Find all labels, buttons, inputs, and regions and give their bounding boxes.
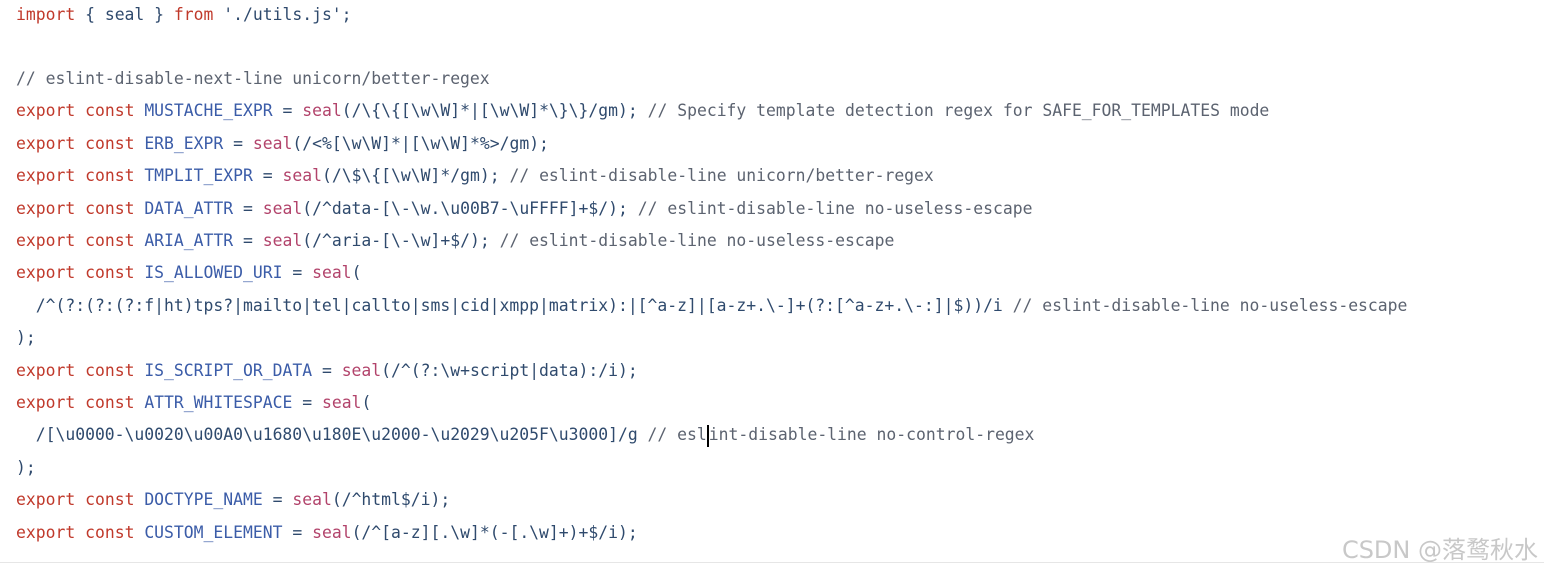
code-text: (	[361, 393, 372, 412]
code-text: =	[292, 393, 322, 412]
code-text: (/\$\{[\w\W]*/gm);	[321, 166, 500, 185]
code-text: =	[272, 101, 303, 120]
code-line-1: import { seal } from './utils.js';	[16, 0, 352, 31]
regex-literal: /[\u0000-\u0020\u00A0\u1680\u180E\u2000-…	[16, 425, 638, 444]
function-name: seal	[282, 166, 322, 185]
text-cursor	[706, 424, 709, 447]
code-viewer[interactable]: import { seal } from './utils.js'; // es…	[0, 0, 1544, 562]
watermark: CSDN @落鹜秋水	[1341, 536, 1538, 564]
keyword: const	[85, 523, 135, 542]
code-line-6: export const TMPLIT_EXPR = seal(/\$\{[\w…	[16, 160, 934, 192]
function-name: seal	[252, 134, 293, 153]
code-line-9: export const IS_ALLOWED_URI = seal(	[16, 257, 361, 289]
keyword: const	[85, 393, 135, 412]
code-text: { seal }	[75, 5, 174, 24]
constant-name: ERB_EXPR	[144, 134, 224, 153]
code-text: (/^aria-[\-\w]+$/);	[302, 231, 490, 250]
code-line-12: export const IS_SCRIPT_OR_DATA = seal(/^…	[16, 355, 638, 387]
code-text: );	[16, 458, 36, 477]
function-name: seal	[312, 263, 352, 282]
constant-name: CUSTOM_ELEMENT	[144, 523, 283, 542]
keyword: export	[16, 490, 76, 509]
keyword: export	[16, 166, 76, 185]
code-line-14: /[\u0000-\u0020\u00A0\u1680\u180E\u2000-…	[16, 419, 1034, 451]
function-name: seal	[302, 101, 342, 120]
keyword: const	[85, 134, 135, 153]
code-line-4: export const MUSTACHE_EXPR = seal(/\{\{[…	[16, 95, 1269, 127]
keyword: export	[16, 134, 76, 153]
constant-name: ATTR_WHITESPACE	[144, 393, 293, 412]
function-name: seal	[341, 361, 382, 380]
code-text: (/^[a-z][.\w]*(-[.\w]+)+$/i);	[351, 523, 638, 542]
constant-name: ARIA_ATTR	[144, 231, 234, 250]
code-comment: int-disable-line no-control-regex	[708, 425, 1035, 444]
function-name: seal	[292, 490, 332, 509]
constant-name: MUSTACHE_EXPR	[144, 101, 273, 120]
function-name: seal	[312, 523, 352, 542]
code-text: (	[351, 263, 362, 282]
code-line-7: export const DATA_ATTR = seal(/^data-[\-…	[16, 193, 1032, 225]
constant-name: IS_SCRIPT_OR_DATA	[144, 361, 313, 380]
code-line-3: // eslint-disable-next-line unicorn/bett…	[16, 63, 490, 95]
keyword: export	[16, 231, 76, 250]
keyword: const	[85, 263, 135, 282]
code-line-8: export const ARIA_ATTR = seal(/^aria-[\-…	[16, 225, 894, 257]
code-text: (/^data-[\-\w.\u00B7-\uFFFF]+$/);	[302, 199, 628, 218]
regex-literal: /^(?:(?:(?:f|ht)tps?|mailto|tel|callto|s…	[16, 296, 1003, 315]
keyword: const	[85, 490, 135, 509]
constant-name: TMPLIT_EXPR	[144, 166, 253, 185]
code-line-13: export const ATTR_WHITESPACE = seal(	[16, 387, 371, 419]
code-comment: // esl	[637, 425, 707, 444]
keyword: const	[85, 231, 135, 250]
code-text: (/^(?:\w+script|data):/i);	[381, 361, 638, 380]
function-name: seal	[262, 199, 303, 218]
keyword: from	[173, 5, 214, 24]
keyword: export	[16, 263, 76, 282]
code-line-10: /^(?:(?:(?:f|ht)tps?|mailto|tel|callto|s…	[16, 290, 1408, 322]
code-comment: // eslint-disable-line no-useless-escape	[489, 231, 895, 250]
code-comment: // eslint-disable-line no-useless-escape	[1002, 296, 1408, 315]
code-line-5: export const ERB_EXPR = seal(/<%[\w\W]*|…	[16, 128, 549, 160]
keyword: const	[85, 166, 135, 185]
divider	[0, 562, 1544, 563]
keyword: const	[85, 101, 135, 120]
code-text: =	[233, 199, 263, 218]
code-line-11: );	[16, 322, 36, 354]
code-comment: // eslint-disable-line no-useless-escape	[627, 199, 1033, 218]
code-text: =	[233, 231, 263, 250]
code-line-16: export const DOCTYPE_NAME = seal(/^html$…	[16, 484, 450, 516]
code-comment: // eslint-disable-line unicorn/better-re…	[499, 166, 934, 185]
keyword: import	[16, 5, 76, 24]
keyword: export	[16, 101, 76, 120]
code-text: './utils.js';	[213, 5, 352, 24]
code-text: (/^html$/i);	[331, 490, 451, 509]
code-text: (/\{\{[\w\W]*|[\w\W]*\}\}/gm);	[341, 101, 638, 120]
keyword: export	[16, 361, 76, 380]
constant-name: DATA_ATTR	[144, 199, 234, 218]
code-comment: // eslint-disable-next-line unicorn/bett…	[16, 69, 490, 88]
keyword: const	[85, 199, 135, 218]
code-text: =	[282, 523, 313, 542]
constant-name: DOCTYPE_NAME	[144, 490, 263, 509]
keyword: export	[16, 393, 76, 412]
code-text: =	[252, 166, 283, 185]
function-name: seal	[321, 393, 362, 412]
code-line-15: );	[16, 452, 36, 484]
code-comment: // Specify template detection regex for …	[637, 101, 1270, 120]
keyword: export	[16, 523, 76, 542]
keyword: export	[16, 199, 76, 218]
code-text: =	[262, 490, 293, 509]
code-text: =	[282, 263, 313, 282]
code-text: );	[16, 328, 36, 347]
code-text: =	[223, 134, 253, 153]
code-line-17: export const CUSTOM_ELEMENT = seal(/^[a-…	[16, 517, 638, 549]
keyword: const	[85, 361, 135, 380]
code-text: =	[312, 361, 342, 380]
code-text: (/<%[\w\W]*|[\w\W]*%>/gm);	[292, 134, 549, 153]
constant-name: IS_ALLOWED_URI	[144, 263, 283, 282]
function-name: seal	[262, 231, 303, 250]
